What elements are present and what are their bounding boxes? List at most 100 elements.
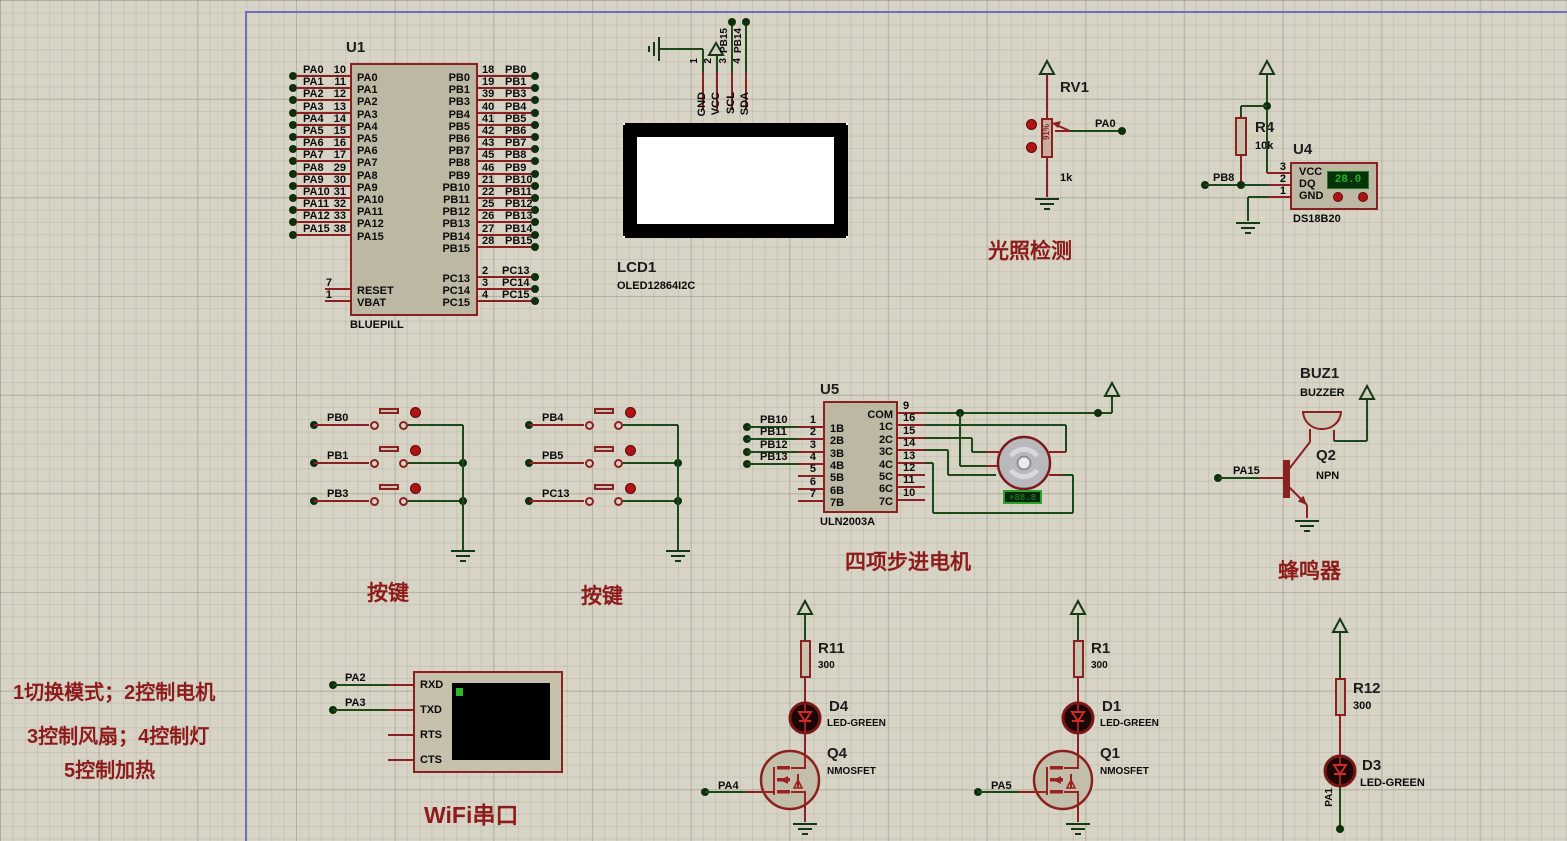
btnR-switch-cap[interactable]: [594, 446, 614, 452]
btnL-switch-cap[interactable]: [379, 484, 399, 490]
u1-right-net-label: PB7: [505, 137, 527, 150]
u1-pc-net-label: PC14: [502, 277, 530, 290]
u4-gnd-wire-v: [1247, 197, 1249, 221]
u1-left-net-label: PA0: [303, 64, 324, 76]
u5-left-pin-number: 3: [809, 438, 816, 451]
r4-top-wire-v: [1240, 106, 1242, 117]
u1-left-pin-wire: [296, 160, 350, 163]
btnL-ground-icon-bar2: [456, 555, 470, 557]
u1-right-terminal-dot: [531, 194, 539, 202]
u1-pc-pin-name: PC13: [442, 273, 470, 285]
btnL-switch-contact-left[interactable]: [370, 459, 379, 468]
u1-ctl-pin-number: 7: [325, 277, 332, 289]
ch1-led-icon[interactable]: [788, 701, 822, 735]
btnR-switch-cap[interactable]: [594, 484, 614, 490]
motor-stub-l2: [986, 465, 999, 467]
r12-body[interactable]: [1334, 678, 1346, 716]
ch1-resistor-body[interactable]: [799, 640, 811, 678]
u4-temp-up-button[interactable]: [1333, 192, 1343, 202]
lcd-frame-corner-dot: [623, 236, 625, 238]
wifi-pin-name: RXD: [420, 679, 444, 691]
u1-chip-body[interactable]: [350, 63, 478, 316]
u1-left-pin-number: 12: [333, 88, 346, 101]
ch2-resistor-body[interactable]: [1072, 640, 1084, 678]
q2-npn-transistor-icon[interactable]: [1275, 425, 1375, 525]
u1-pc-pin-number: 4: [482, 289, 489, 302]
r12-value: 300: [1353, 700, 1372, 712]
d3-led-icon[interactable]: [1323, 754, 1357, 788]
ch2-r-ref: R1: [1091, 640, 1111, 657]
btnR-net-label: PB4: [542, 412, 564, 424]
btnR-switch-contact-right[interactable]: [614, 497, 623, 506]
stepper-w6a: [925, 461, 933, 464]
r4-value: 10k: [1255, 140, 1274, 152]
u5-right-pin-name: COM: [867, 409, 893, 421]
wifi-pin-name: TXD: [420, 704, 442, 716]
lcd-pin-name: SDA: [739, 92, 751, 116]
btnR-switch-contact-left[interactable]: [585, 497, 594, 506]
btnR-switch-contact-left[interactable]: [585, 459, 594, 468]
ch2-nmosfet-icon[interactable]: [1003, 745, 1113, 835]
u5-right-pin-name: 2C: [878, 433, 893, 446]
u5-chip-body[interactable]: [823, 401, 898, 513]
caption-light-detect: 光照检测: [988, 240, 1072, 263]
lcd-vcc-power-icon: [707, 41, 725, 56]
btnL-switch-actuator-button[interactable]: [410, 483, 421, 494]
btnR-switch-contact-right[interactable]: [614, 421, 623, 430]
pa3-net-label: PA3: [345, 697, 366, 709]
u1-left-pin-number: 15: [333, 125, 346, 137]
btnL-switch-contact-right[interactable]: [399, 421, 408, 430]
stepper-display: [1003, 490, 1042, 504]
btnR-switch-actuator-button[interactable]: [625, 483, 636, 494]
ch2-led-icon[interactable]: [1061, 701, 1095, 735]
u1-left-pin-wire: [296, 221, 350, 224]
stepper-w4b: [971, 437, 973, 452]
btnL-net-label: PB0: [327, 412, 349, 424]
rv1-wiper-arrow-icon[interactable]: [1050, 118, 1072, 140]
btnL-switch-actuator-button[interactable]: [410, 407, 421, 418]
u1-right-terminal-dot: [531, 157, 539, 166]
btnR-switch-actuator-button[interactable]: [625, 445, 636, 456]
u5-left-stub: [798, 450, 823, 453]
u1-left-pin-name: PA9: [357, 181, 378, 194]
u1-left-terminal-dot: [289, 181, 297, 190]
lcd-gnd-bar1: [658, 37, 660, 61]
btnL-switch-actuator-button[interactable]: [410, 445, 421, 456]
stepper-motor-icon[interactable]: [990, 429, 1060, 499]
u1-pc-net-label: PC13: [502, 265, 530, 277]
rv1-increase-button[interactable]: [1026, 119, 1037, 130]
u1-left-pin-wire: [296, 75, 350, 77]
btnR-switch-actuator-button[interactable]: [625, 407, 636, 418]
btnR-input-wire: [529, 500, 584, 502]
btnL-switch-cap[interactable]: [379, 446, 399, 452]
u1-left-net-label: PA10: [303, 186, 330, 198]
btnL-switch-cap[interactable]: [379, 408, 399, 414]
btnL-switch-contact-right[interactable]: [399, 459, 408, 468]
btnR-switch-cap[interactable]: [594, 408, 614, 414]
u1-right-pin-name: PB0: [448, 72, 470, 84]
lcd-pin3-wire-v: [730, 24, 733, 72]
u5-net-wire: [747, 438, 798, 441]
sheet-border-top: [245, 11, 1567, 13]
lcd-display-screen: [637, 137, 834, 224]
u5-left-stub: [798, 462, 823, 465]
u1-right-pin-wire: [478, 111, 533, 114]
rv1-power-icon: [1038, 58, 1056, 75]
btnR-switch-contact-right[interactable]: [614, 459, 623, 468]
ch1-nmosfet-icon[interactable]: [730, 745, 840, 835]
rv1-body[interactable]: [1041, 118, 1053, 158]
u1-right-pin-wire: [478, 184, 533, 187]
rv1-decrease-button[interactable]: [1026, 142, 1037, 153]
u4-temp-down-button[interactable]: [1358, 192, 1368, 202]
btnL-net-label: PB3: [327, 488, 349, 500]
btnR-switch-contact-left[interactable]: [585, 421, 594, 430]
stepper-com-rail: [925, 412, 1112, 414]
u1-right-terminal-dot: [531, 96, 539, 105]
u5-left-stub: [798, 438, 823, 441]
btnL-switch-contact-left[interactable]: [370, 421, 379, 430]
btnL-switch-contact-left[interactable]: [370, 497, 379, 506]
ch2-ground-icon-bar2: [1071, 828, 1085, 830]
r4-body[interactable]: [1235, 117, 1247, 156]
btnL-switch-contact-right[interactable]: [399, 497, 408, 506]
q2-ground-icon-bar1: [1295, 520, 1319, 522]
